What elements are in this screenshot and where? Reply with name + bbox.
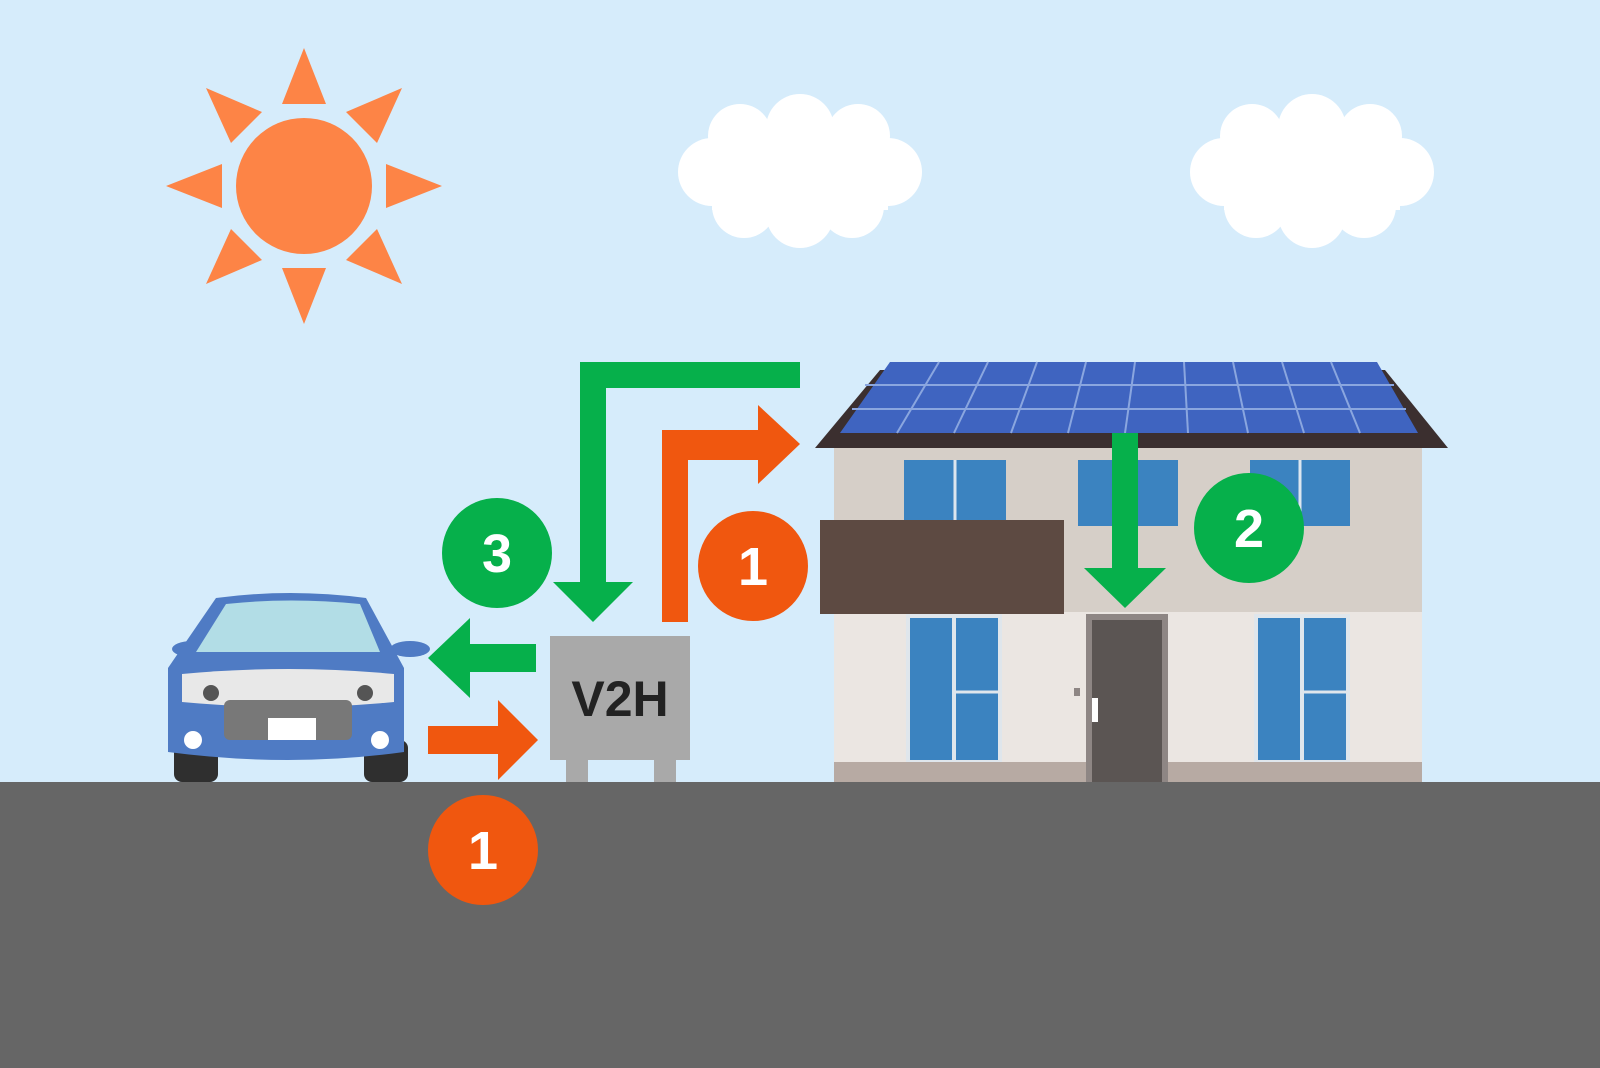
window xyxy=(904,460,1006,526)
v2h-device: V2H xyxy=(550,636,690,782)
ground xyxy=(0,782,1600,1068)
flow-badge-1-v2h-to-house: 1 xyxy=(698,511,808,621)
arrow-green-house-to-v2h xyxy=(553,362,800,622)
arrow-green-v2h-to-car xyxy=(428,618,536,698)
house xyxy=(815,361,1448,782)
v2h-device-label: V2H xyxy=(571,671,668,727)
door xyxy=(1074,614,1168,782)
window xyxy=(1254,614,1350,762)
arrow-orange-v2h-to-house xyxy=(662,405,800,622)
cloud-icon xyxy=(678,94,922,248)
solar-panel-grid xyxy=(852,361,1406,434)
cloud-icon xyxy=(1190,94,1434,248)
flow-badge-number: 2 xyxy=(1234,499,1264,559)
flow-badge-number: 1 xyxy=(738,537,768,597)
arrow-orange-car-to-v2h xyxy=(428,700,538,780)
window xyxy=(906,614,1002,762)
flow-badge-3-v2h-to-car: 3 xyxy=(442,498,552,608)
arrow-green-solar-down xyxy=(1084,433,1166,608)
flow-badge-number: 3 xyxy=(482,524,512,584)
car-icon xyxy=(168,593,430,782)
flow-badge-1-car-to-v2h: 1 xyxy=(428,795,538,905)
flow-badge-number: 1 xyxy=(468,821,498,881)
flow-badge-2-solar-to-house: 2 xyxy=(1194,473,1304,583)
sun-icon xyxy=(166,48,442,324)
balcony xyxy=(820,520,1064,614)
